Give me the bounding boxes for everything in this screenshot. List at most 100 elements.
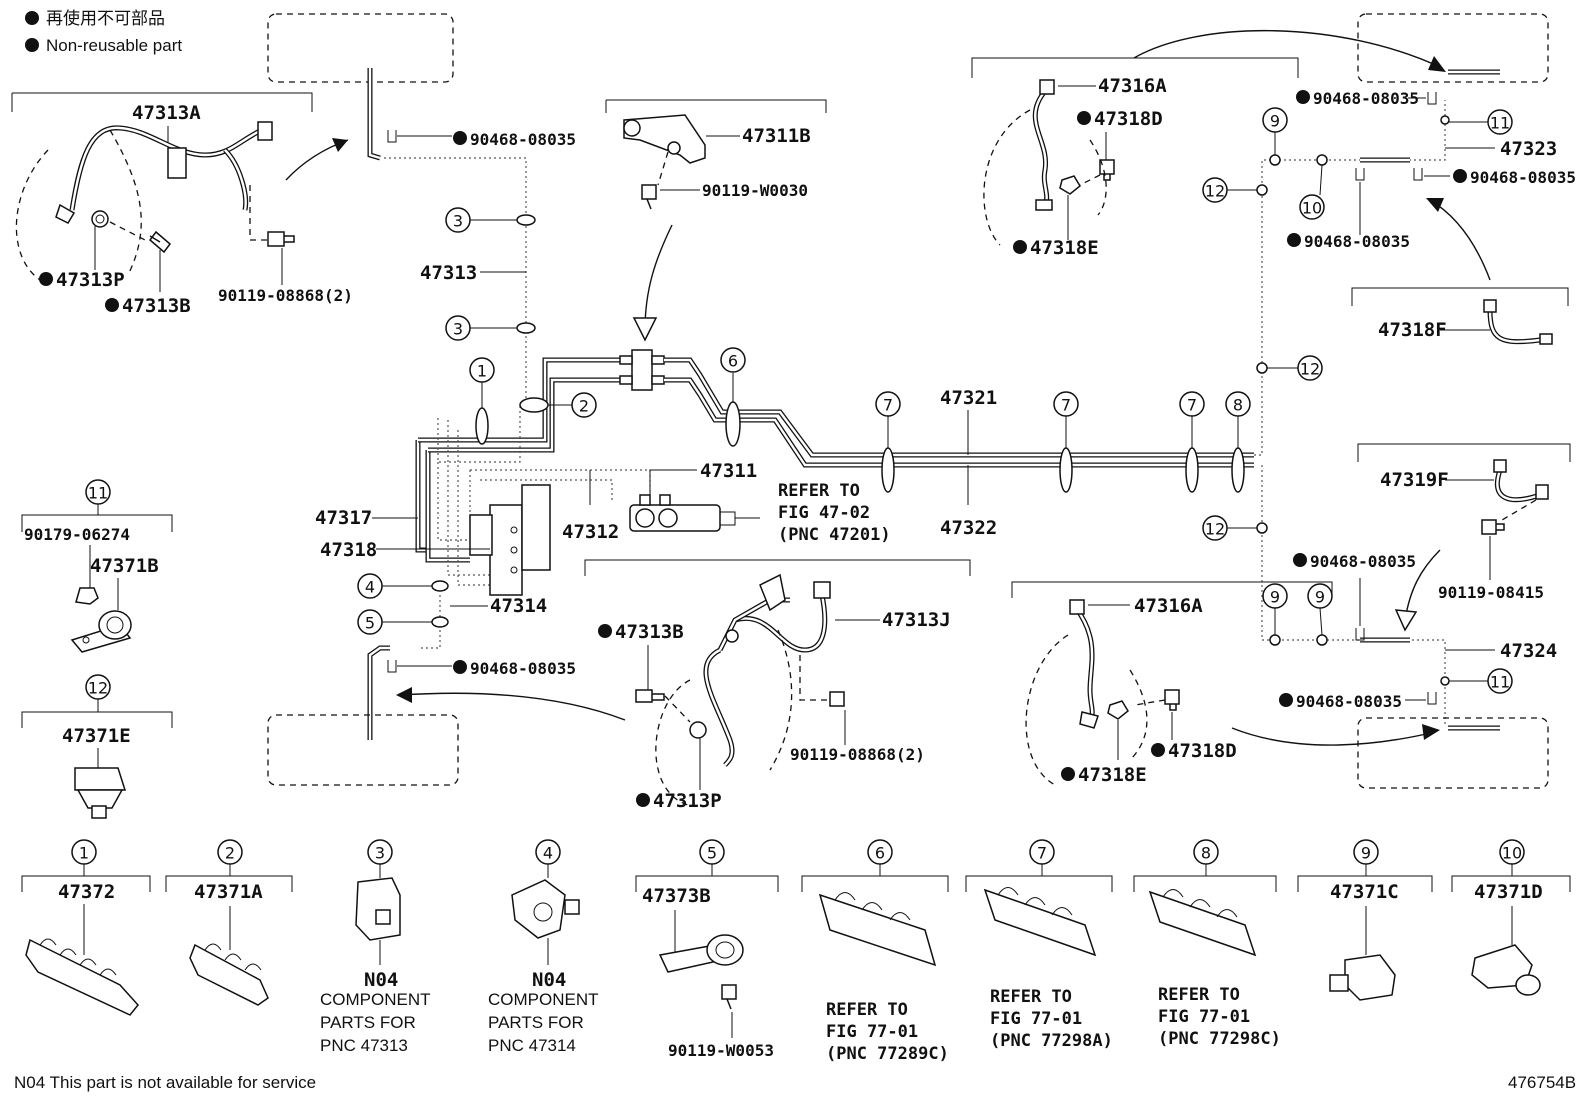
washer <box>1107 700 1129 720</box>
clamp-6-icon <box>818 893 937 967</box>
catalog-part-47371C: 47371C <box>1330 881 1399 903</box>
label-47313B-a: 47313B <box>122 295 191 317</box>
callout-3: 3 <box>453 320 463 339</box>
callout-9: 9 <box>1315 588 1325 607</box>
hose-bracket <box>167 147 187 179</box>
catalog-8-refer-2: FIG 77-01 <box>1158 1007 1250 1027</box>
label-47313P-b: 47313P <box>653 790 722 812</box>
label-90468-08035-e: 90468-08035 <box>1470 168 1576 187</box>
label-90468-08035-f: 90468-08035 <box>1310 552 1416 571</box>
bolt <box>148 230 172 254</box>
catalog-callout-5: 5 <box>707 844 717 863</box>
callout-5: 5 <box>365 614 375 633</box>
bolt <box>1481 519 1505 535</box>
label-47312: 47312 <box>562 521 619 543</box>
catalog-6-refer-3: (PNC 77289C) <box>826 1044 949 1064</box>
label-47318E-b: 47318E <box>1078 764 1147 786</box>
legend-en: Non-reusable part <box>46 36 182 55</box>
callout-7: 7 <box>1061 396 1071 415</box>
clip-icon <box>1355 628 1365 641</box>
washer <box>1059 175 1081 195</box>
catalog-callout-6: 6 <box>875 844 885 863</box>
flex-hose-47313A <box>69 125 264 211</box>
catalog-3-desc-2: PARTS FOR <box>320 1013 416 1032</box>
label-47313A: 47313A <box>132 102 201 124</box>
clamp-8-icon <box>1148 890 1257 957</box>
dashed-view-box <box>1357 13 1549 83</box>
label-47311: 47311 <box>700 460 757 482</box>
bolt <box>267 231 295 247</box>
callout-11: 11 <box>88 484 108 503</box>
clip-n04-icon <box>511 879 566 939</box>
label-90119-08868-b: 90119-08868(2) <box>790 745 925 764</box>
clip-icon <box>387 130 397 143</box>
bracket-47313A-group <box>11 92 313 112</box>
catalog-8-refer-1: REFER TO <box>1158 985 1240 1005</box>
refer-a-line2: FIG 47-02 <box>778 503 870 523</box>
washer <box>91 210 109 228</box>
callout-4: 4 <box>365 578 375 597</box>
bolt <box>829 691 845 707</box>
clamp-47371A-icon <box>189 943 269 1006</box>
pipe-47323 <box>1254 100 1446 456</box>
catalog-callout-2: 2 <box>225 844 235 863</box>
clip-47371E <box>74 767 127 791</box>
callout-11: 11 <box>1490 673 1510 692</box>
catalog-part-47373B: 47373B <box>642 885 711 907</box>
label-47318D-a: 47318D <box>1094 108 1163 130</box>
flex-hose-47319F <box>1494 469 1541 503</box>
bolt <box>721 984 737 1010</box>
label-47313P-a: 47313P <box>56 269 125 291</box>
bolt <box>641 184 657 210</box>
callout-1: 1 <box>477 362 487 381</box>
catalog-7-refer-3: (PNC 77298A) <box>990 1031 1113 1051</box>
catalog-callout-8: 8 <box>1201 844 1211 863</box>
catalog-callout-10: 10 <box>1502 844 1522 863</box>
legend-bullet-icon <box>25 38 39 52</box>
washer <box>689 721 707 739</box>
callout-9: 9 <box>1270 588 1280 607</box>
catalog-8-refer-3: (PNC 77298C) <box>1158 1029 1281 1049</box>
callout-8: 8 <box>1233 396 1243 415</box>
catalog-4-desc-3: PNC 47314 <box>488 1036 576 1055</box>
catalog-callout-9: 9 <box>1361 844 1371 863</box>
callout-9: 9 <box>1270 112 1280 131</box>
clamp-47372-icon <box>25 938 139 1016</box>
label-47371B: 47371B <box>90 555 159 577</box>
bolt <box>1164 689 1180 711</box>
catalog-callout-3: 3 <box>375 844 385 863</box>
label-47317: 47317 <box>315 507 372 529</box>
label-47316A-a: 47316A <box>1098 75 1167 97</box>
callout-10: 10 <box>1302 199 1322 218</box>
arrow-icon <box>1429 199 1491 281</box>
dashed-view-box <box>267 13 454 83</box>
dashed-assembly-line <box>15 149 49 281</box>
clip-icon <box>1427 692 1437 705</box>
catalog-row: 1 47372 2 47371A 3 N04 COMPONENT PARTS F… <box>21 839 1571 1064</box>
catalog-3-desc-1: COMPONENT <box>320 990 431 1009</box>
callout-12: 12 <box>1300 360 1320 379</box>
label-47323: 47323 <box>1500 138 1557 160</box>
bolt <box>635 689 665 703</box>
callout-6: 6 <box>728 352 738 371</box>
flex-hose-47313J <box>703 647 735 767</box>
label-47313J: 47313J <box>882 609 951 631</box>
hose-fitting <box>257 121 273 141</box>
callout-11: 11 <box>1490 114 1510 133</box>
flex-hose-47316A-b <box>1073 606 1095 722</box>
clip-icon <box>387 660 397 673</box>
callout-3: 3 <box>453 212 463 231</box>
label-47318E-a: 47318E <box>1030 237 1099 259</box>
label-47371E: 47371E <box>62 725 131 747</box>
label-90468-08035-d: 90468-08035 <box>1304 232 1410 251</box>
label-47319F: 47319F <box>1380 469 1449 491</box>
clip-icon <box>1355 168 1365 181</box>
bracket-47311B <box>623 114 706 164</box>
pipe-47313 <box>384 157 527 398</box>
catalog-7-refer-1: REFER TO <box>990 987 1072 1007</box>
catalog-3-desc-3: PNC 47313 <box>320 1036 408 1055</box>
label-47322: 47322 <box>940 517 997 539</box>
figure-id: 476754B <box>1508 1073 1576 1092</box>
label-47313B-b: 47313B <box>615 621 684 643</box>
catalog-6-refer-2: FIG 77-01 <box>826 1022 918 1042</box>
